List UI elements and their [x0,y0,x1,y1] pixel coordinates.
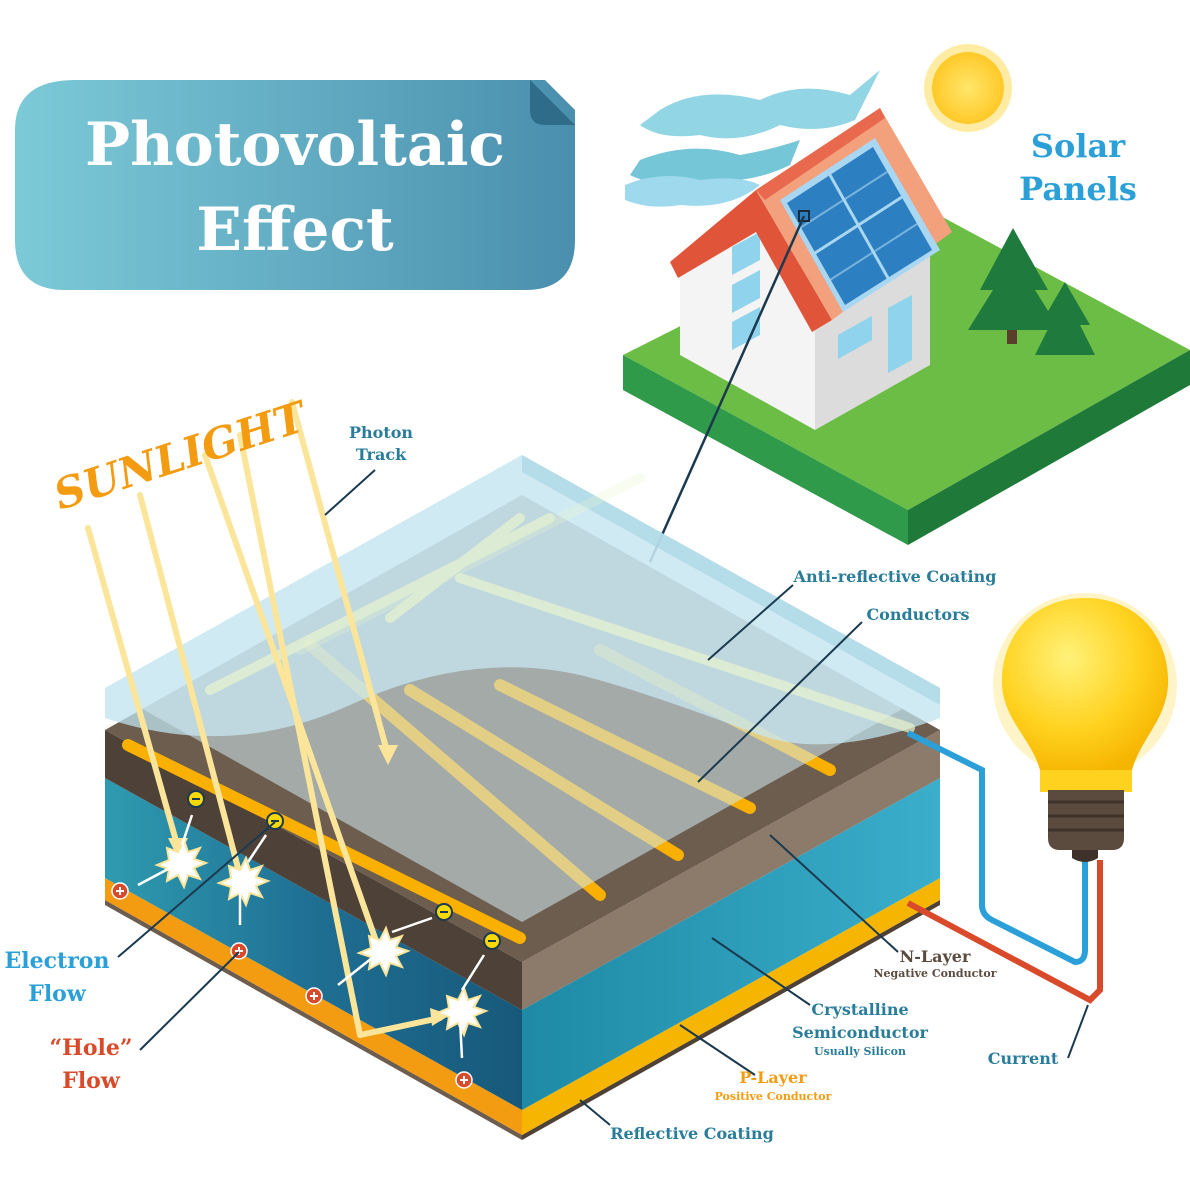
solar-cell-cross-section [105,455,940,1140]
current-label: Current [988,1049,1059,1068]
svg-text:Track: Track [356,445,407,464]
svg-text:Electron: Electron [5,948,110,974]
reflective-coating-label: Reflective Coating [610,1124,774,1143]
n-layer [105,730,522,1010]
hole-flow-label: “Hole” Flow [49,1035,132,1094]
wires [906,730,1103,1004]
svg-text:Semiconductor: Semiconductor [792,1023,928,1042]
svg-text:Crystalline: Crystalline [811,1000,908,1019]
p-layer-label: P-Layer Positive Conductor [715,1068,832,1103]
conductors-label: Conductors [866,605,969,624]
svg-text:Usually Silicon: Usually Silicon [814,1045,906,1058]
crystalline-label: Crystalline Semiconductor Usually Silico… [792,1000,928,1058]
svg-text:Negative Conductor: Negative Conductor [873,967,996,980]
sunlight-rays [85,399,443,1038]
photon-track-label: Photon Track [349,423,413,464]
solar-panels-line2: Panels [1019,170,1137,208]
anti-reflective-glass [105,455,940,922]
hole-icons [111,882,473,1089]
n-layer-label: N-Layer Negative Conductor [873,947,996,980]
clouds-icon [625,70,880,207]
house-island [623,108,1190,545]
leader-lines [117,469,1089,1126]
tree-icon [968,228,1060,344]
crystalline-layer [105,778,522,1110]
anti-reflective-label: Anti-reflective Coating [793,567,997,586]
sunlight-label: SUNLIGHT [48,391,314,519]
p-layer [105,878,522,1135]
solar-panels-line1: Solar [1031,127,1126,165]
tree-icon-small [1035,282,1095,355]
svg-text:P-Layer: P-Layer [739,1068,807,1087]
svg-text:“Hole”: “Hole” [49,1035,132,1061]
svg-text:Flow: Flow [62,1068,121,1094]
svg-text:Photon: Photon [349,423,413,442]
svg-text:Flow: Flow [28,981,87,1007]
electron-flow-label: Electron Flow [5,948,110,1007]
zoom-pointer-line [648,215,806,563]
sun-icon [924,44,1012,132]
title-line1: Photovoltaic [85,110,505,180]
photon-bursts [154,837,489,1038]
light-bulb-icon [993,593,1177,862]
title-banner: Photovoltaic Effect [15,80,575,290]
title-line2: Effect [196,195,394,265]
svg-text:Positive Conductor: Positive Conductor [715,1090,832,1103]
svg-text:N-Layer: N-Layer [900,947,971,966]
solar-panel-icon [780,138,940,312]
particle-arrows [137,814,486,1059]
